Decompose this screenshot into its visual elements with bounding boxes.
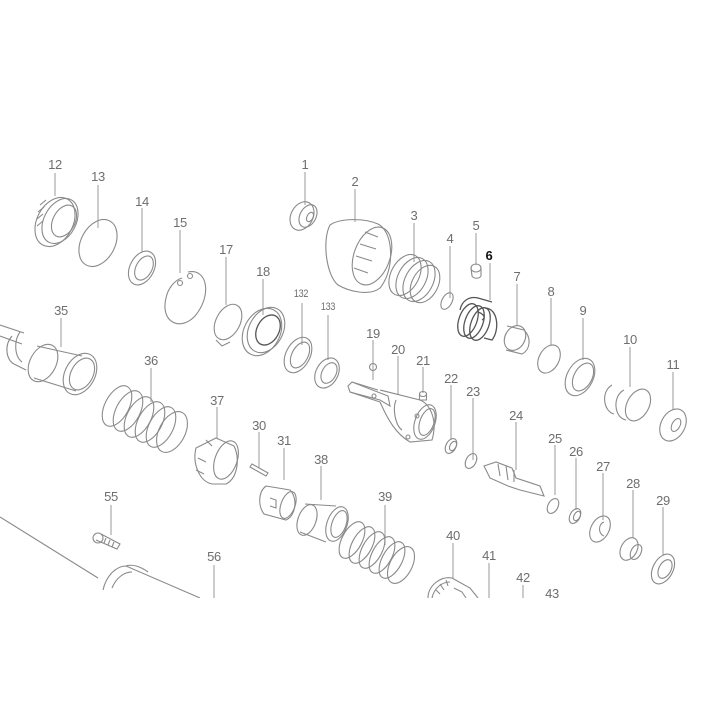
label-part-2: 2 [351, 174, 359, 189]
part-39-spring [338, 521, 416, 584]
label-part-26: 26 [569, 444, 583, 459]
part-18-bearing [241, 306, 286, 357]
part-40-gear [427, 577, 479, 599]
part-13-o-ring [78, 218, 118, 268]
label-part-5: 5 [472, 218, 480, 233]
part-11-washer [659, 408, 687, 442]
part-23-o-ring [464, 453, 478, 469]
part-132-washer [283, 336, 313, 374]
label-part-36: 36 [144, 353, 158, 368]
part-7-sleeve [503, 325, 530, 355]
label-part-27: 27 [596, 459, 610, 474]
label-part-10: 10 [623, 332, 637, 347]
part-31-sleeve [259, 485, 297, 521]
part-24-shaft [483, 461, 545, 497]
part-28-bushing [619, 537, 643, 561]
label-part-41: 41 [482, 548, 496, 563]
label-part-13: 13 [91, 169, 105, 184]
part-133-washer [314, 357, 340, 389]
part-38-sleeve [296, 503, 349, 543]
part-3-spring [388, 253, 441, 304]
label-part-30: 30 [252, 418, 266, 433]
label-part-21: 21 [416, 353, 430, 368]
part-36-spring [101, 385, 188, 453]
part-22-clip [444, 438, 458, 454]
part-27-c-ring [589, 515, 611, 543]
part-15-circlip [164, 271, 207, 325]
part-29-washer [650, 553, 676, 585]
part-14-seal [127, 250, 157, 286]
part-2-clutch-cover [325, 219, 393, 293]
part-37-nut [194, 437, 239, 485]
label-part-35: 35 [54, 303, 68, 318]
label-part-6-highlighted: 6 [485, 248, 493, 263]
part-1-cap [289, 201, 318, 231]
label-part-19: 19 [366, 326, 380, 341]
label-part-4: 4 [446, 231, 454, 246]
label-part-11: 11 [666, 357, 680, 372]
label-part-3: 3 [410, 208, 418, 223]
label-part-31: 31 [277, 433, 291, 448]
label-part-12: 12 [48, 157, 62, 172]
label-part-43: 43 [545, 586, 559, 601]
label-part-9: 9 [579, 303, 587, 318]
label-part-20: 20 [391, 342, 405, 357]
part-56-housing [0, 516, 201, 599]
part-19-ball [368, 362, 378, 372]
part-55-screw [92, 532, 121, 550]
part-17-circlip [213, 303, 243, 347]
part-12-threaded-ring [34, 196, 79, 248]
part-25-o-ring [546, 498, 560, 514]
label-part-17: 17 [219, 242, 233, 257]
label-part-22: 22 [444, 371, 458, 386]
part-21-plug [418, 390, 428, 401]
label-part-133: 133 [320, 301, 336, 313]
label-part-1: 1 [301, 157, 309, 172]
label-part-23: 23 [466, 384, 480, 399]
part-8-o-ring [537, 344, 561, 374]
label-part-55: 55 [104, 489, 118, 504]
label-part-38: 38 [314, 452, 328, 467]
part-26-clip [568, 508, 582, 524]
label-part-29: 29 [656, 493, 670, 508]
label-part-18: 18 [256, 264, 270, 279]
label-part-24: 24 [509, 408, 523, 423]
part-9-seal [564, 357, 596, 397]
label-part-42: 42 [516, 570, 530, 585]
part-35-sleeve [27, 343, 98, 396]
part-housing-left [0, 324, 27, 371]
label-part-14: 14 [135, 194, 149, 209]
label-part-7: 7 [513, 269, 521, 284]
part-10-spring-washer [604, 384, 652, 422]
part-30-pin [249, 463, 269, 477]
label-part-40: 40 [446, 528, 460, 543]
part-6-highlighted-clutch [457, 296, 498, 341]
label-part-132: 132 [293, 288, 309, 300]
label-part-37: 37 [210, 393, 224, 408]
part-4-ring [440, 292, 454, 310]
label-part-28: 28 [626, 476, 640, 491]
diagram-crop-edge [0, 598, 720, 720]
label-part-39: 39 [378, 489, 392, 504]
part-20-spindle [347, 381, 437, 443]
label-part-15: 15 [173, 215, 187, 230]
part-5-plug [470, 263, 482, 279]
label-part-25: 25 [548, 431, 562, 446]
label-part-56: 56 [207, 549, 221, 564]
label-part-8: 8 [547, 284, 555, 299]
